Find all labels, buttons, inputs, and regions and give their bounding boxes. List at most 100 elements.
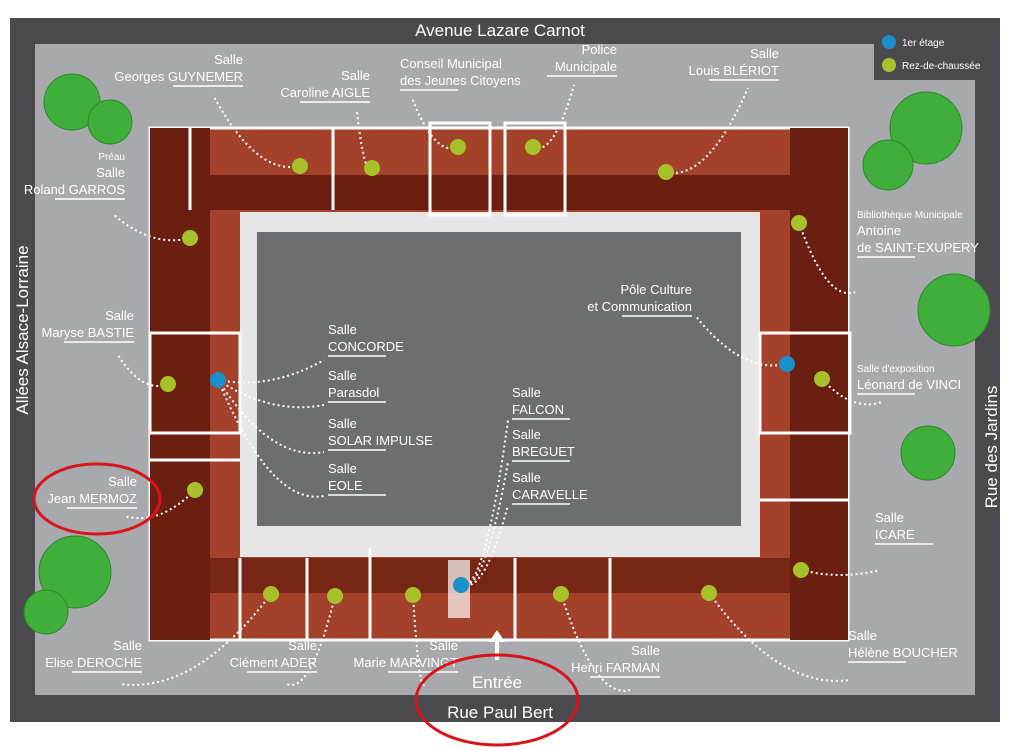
- room-label-line: Salle: [341, 68, 370, 83]
- room-marker-icare[interactable]: [793, 562, 809, 578]
- room-label-line: Salle: [512, 470, 541, 485]
- street-north: Avenue Lazare Carnot: [415, 21, 585, 40]
- room-marker-police[interactable]: [525, 139, 541, 155]
- tree-icon: [889, 91, 963, 165]
- room-marker-bleriot[interactable]: [658, 164, 674, 180]
- room-marker-boucher[interactable]: [701, 585, 717, 601]
- room-label-line: Salle: [512, 427, 541, 442]
- room-label-line: Salle: [328, 368, 357, 383]
- room-label-line: CARAVELLE: [512, 487, 588, 502]
- room-label-line: Clément ADER: [230, 655, 317, 670]
- pointer-parasdol: [217, 379, 325, 409]
- street-east: Rue des Jardins: [982, 386, 1001, 509]
- room-label-line: Salle: [328, 322, 357, 337]
- pointer-boucher: [708, 592, 851, 682]
- room-label-line: Parasdol: [328, 385, 379, 400]
- room-label-line: Pôle Culture: [620, 282, 692, 297]
- room-label-line: Salle: [328, 461, 357, 476]
- room-marker-marvingt[interactable]: [405, 587, 421, 603]
- room-label-line: Salle: [512, 385, 541, 400]
- room-label-line: Salle: [328, 416, 357, 431]
- pointer-concorde: [217, 359, 325, 384]
- room-marker-farman[interactable]: [553, 586, 569, 602]
- room-marker-deroche[interactable]: [263, 586, 279, 602]
- room-label-line: Maryse BASTIE: [42, 325, 135, 340]
- room-label-pole[interactable]: Pôle Culture et Communication: [587, 282, 692, 317]
- room-marker-cmjc[interactable]: [450, 139, 466, 155]
- room-label-line: FALCON: [512, 402, 564, 417]
- legend-box: [874, 26, 994, 80]
- room-label-line: Georges GUYNEMER: [114, 69, 243, 84]
- street-west: Allées Alsace-Lorraine: [13, 245, 32, 414]
- room-label-line: Salle d'exposition: [857, 364, 935, 375]
- pointer-bleriot: [665, 87, 749, 174]
- highlight-circle-jean-mermoz: [32, 462, 162, 536]
- room-label-line: EOLE: [328, 478, 363, 493]
- room-marker-mermoz[interactable]: [187, 482, 203, 498]
- room-label-line: Léonard de VINCI: [857, 377, 961, 392]
- legend-ground-floor-dot: [882, 58, 896, 72]
- building: [148, 121, 852, 642]
- room-marker-bastie[interactable]: [160, 376, 176, 392]
- pointer-police: [532, 84, 575, 150]
- room-label-line: Salle: [108, 474, 137, 489]
- room-marker-concorde[interactable]: [210, 372, 226, 388]
- room-marker-falcon[interactable]: [453, 577, 469, 593]
- pointer-eole: [217, 379, 325, 498]
- room-label-line: Marie MARVINGT: [354, 655, 459, 670]
- room-label-line: Préau: [98, 152, 125, 163]
- room-label-line: Salle: [875, 510, 904, 525]
- room-label-line: Elise DEROCHE: [45, 655, 142, 670]
- entrance-arrow-icon: [489, 630, 505, 660]
- tree-icon: [862, 139, 914, 191]
- pointer-bibliotheque: [798, 222, 856, 295]
- room-label-line: Salle: [429, 638, 458, 653]
- room-label-line: Henri FARMAN: [571, 660, 660, 675]
- room-label-line: Salle: [96, 165, 125, 180]
- highlight-circle-rue-paul-bert: [414, 653, 580, 747]
- tree-icon: [900, 425, 956, 481]
- room-marker-pole[interactable]: [779, 356, 795, 372]
- pointer-deroche: [119, 593, 272, 686]
- room-label-line: SOLAR IMPULSE: [328, 433, 433, 448]
- room-marker-bibliotheque[interactable]: [791, 215, 807, 231]
- room-label-line: Bibliothèque Municipale: [857, 210, 963, 221]
- room-marker-aigle[interactable]: [364, 160, 380, 176]
- room-label-line: Police: [582, 42, 617, 57]
- pointer-marvingt: [412, 594, 426, 686]
- room-marker-guynemer[interactable]: [292, 158, 308, 174]
- room-marker-ader[interactable]: [327, 588, 343, 604]
- room-label-line: CONCORDE: [328, 339, 404, 354]
- room-marker-vinci[interactable]: [814, 371, 830, 387]
- tree-icon: [23, 589, 69, 635]
- room-label-line: Salle: [105, 308, 134, 323]
- room-label-line: Antoine: [857, 223, 901, 238]
- tree-icon: [38, 535, 112, 609]
- room-label-line: et Communication: [587, 299, 692, 314]
- room-marker-garros[interactable]: [182, 230, 198, 246]
